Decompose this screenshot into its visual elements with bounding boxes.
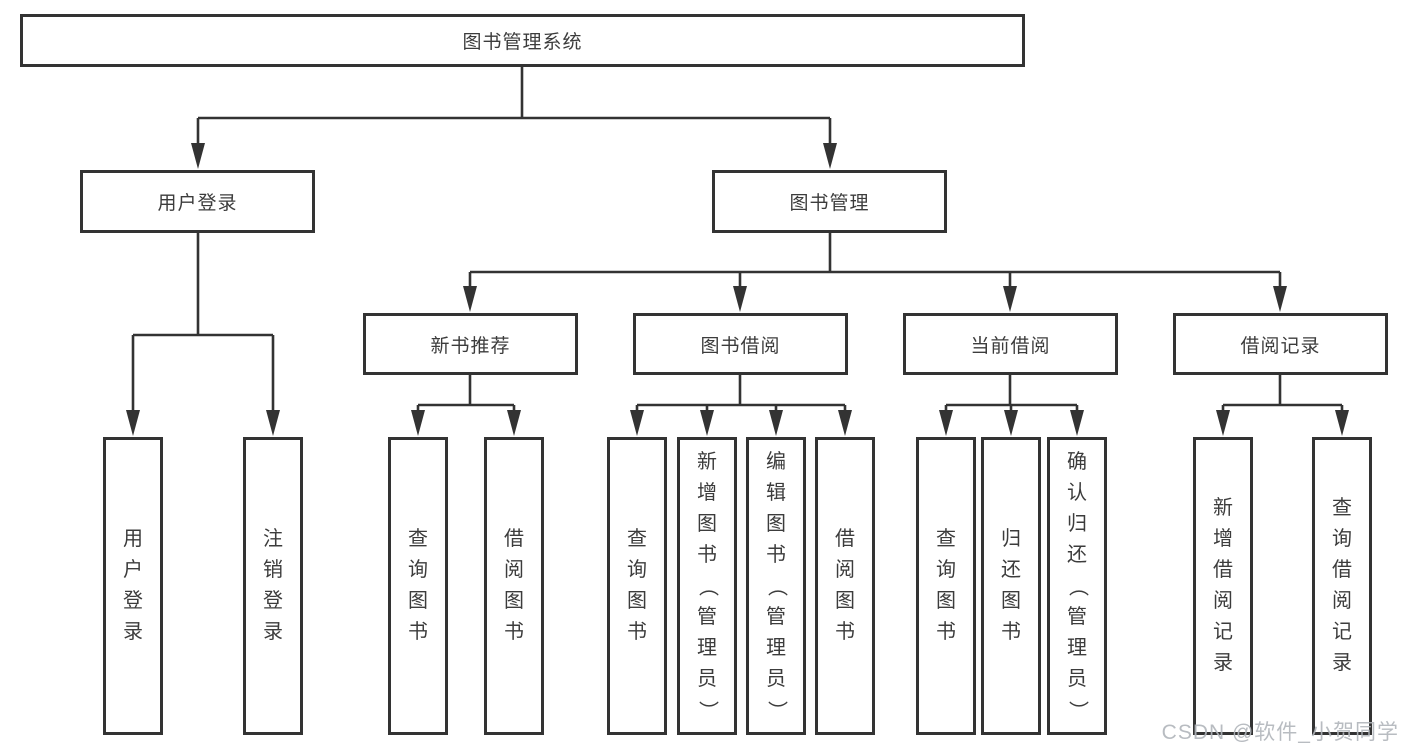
leaf-borrow-books-borrowing: 借阅图书 bbox=[815, 437, 875, 735]
node-label: 图书管理 bbox=[789, 193, 870, 214]
leaf-query-books-recommend: 查询图书 bbox=[388, 437, 448, 735]
leaf-user-login: 用户登录 bbox=[103, 437, 163, 735]
node-book-borrowing: 图书借阅 bbox=[633, 313, 848, 375]
node-label: 图书借阅 bbox=[700, 335, 781, 357]
leaf-confirm-return-admin: 确认归还（管理员） bbox=[1047, 437, 1107, 735]
node-new-book-recommendation: 新书推荐 bbox=[363, 313, 578, 375]
node-user-login: 用户登录 bbox=[80, 170, 315, 233]
node-label: 用户登录 bbox=[157, 193, 238, 214]
node-label: 当前借阅 bbox=[970, 335, 1051, 357]
leaf-edit-books-admin: 编辑图书（管理员） bbox=[746, 437, 806, 735]
node-current-borrowing: 当前借阅 bbox=[903, 313, 1118, 375]
leaf-borrow-books-recommend: 借阅图书 bbox=[484, 437, 544, 735]
leaf-logout: 注销登录 bbox=[243, 437, 303, 735]
leaf-add-borrow-record: 新增借阅记录 bbox=[1193, 437, 1253, 735]
leaf-query-borrow-record: 查询借阅记录 bbox=[1312, 437, 1372, 735]
node-label: 新书推荐 bbox=[430, 335, 511, 357]
node-book-management: 图书管理 bbox=[712, 170, 947, 233]
leaf-add-books-admin: 新增图书（管理员） bbox=[677, 437, 737, 735]
leaf-query-books-borrowing: 查询图书 bbox=[607, 437, 667, 735]
leaf-return-books: 归还图书 bbox=[981, 437, 1041, 735]
node-library-management-system: 图书管理系统 bbox=[20, 14, 1025, 67]
node-borrowing-records: 借阅记录 bbox=[1173, 313, 1388, 375]
leaf-query-books-current: 查询图书 bbox=[916, 437, 976, 735]
csdn-watermark: CSDN @软件_小贺同学 bbox=[1161, 721, 1399, 744]
node-label: 图书管理系统 bbox=[462, 32, 583, 53]
node-label: 借阅记录 bbox=[1240, 335, 1321, 357]
